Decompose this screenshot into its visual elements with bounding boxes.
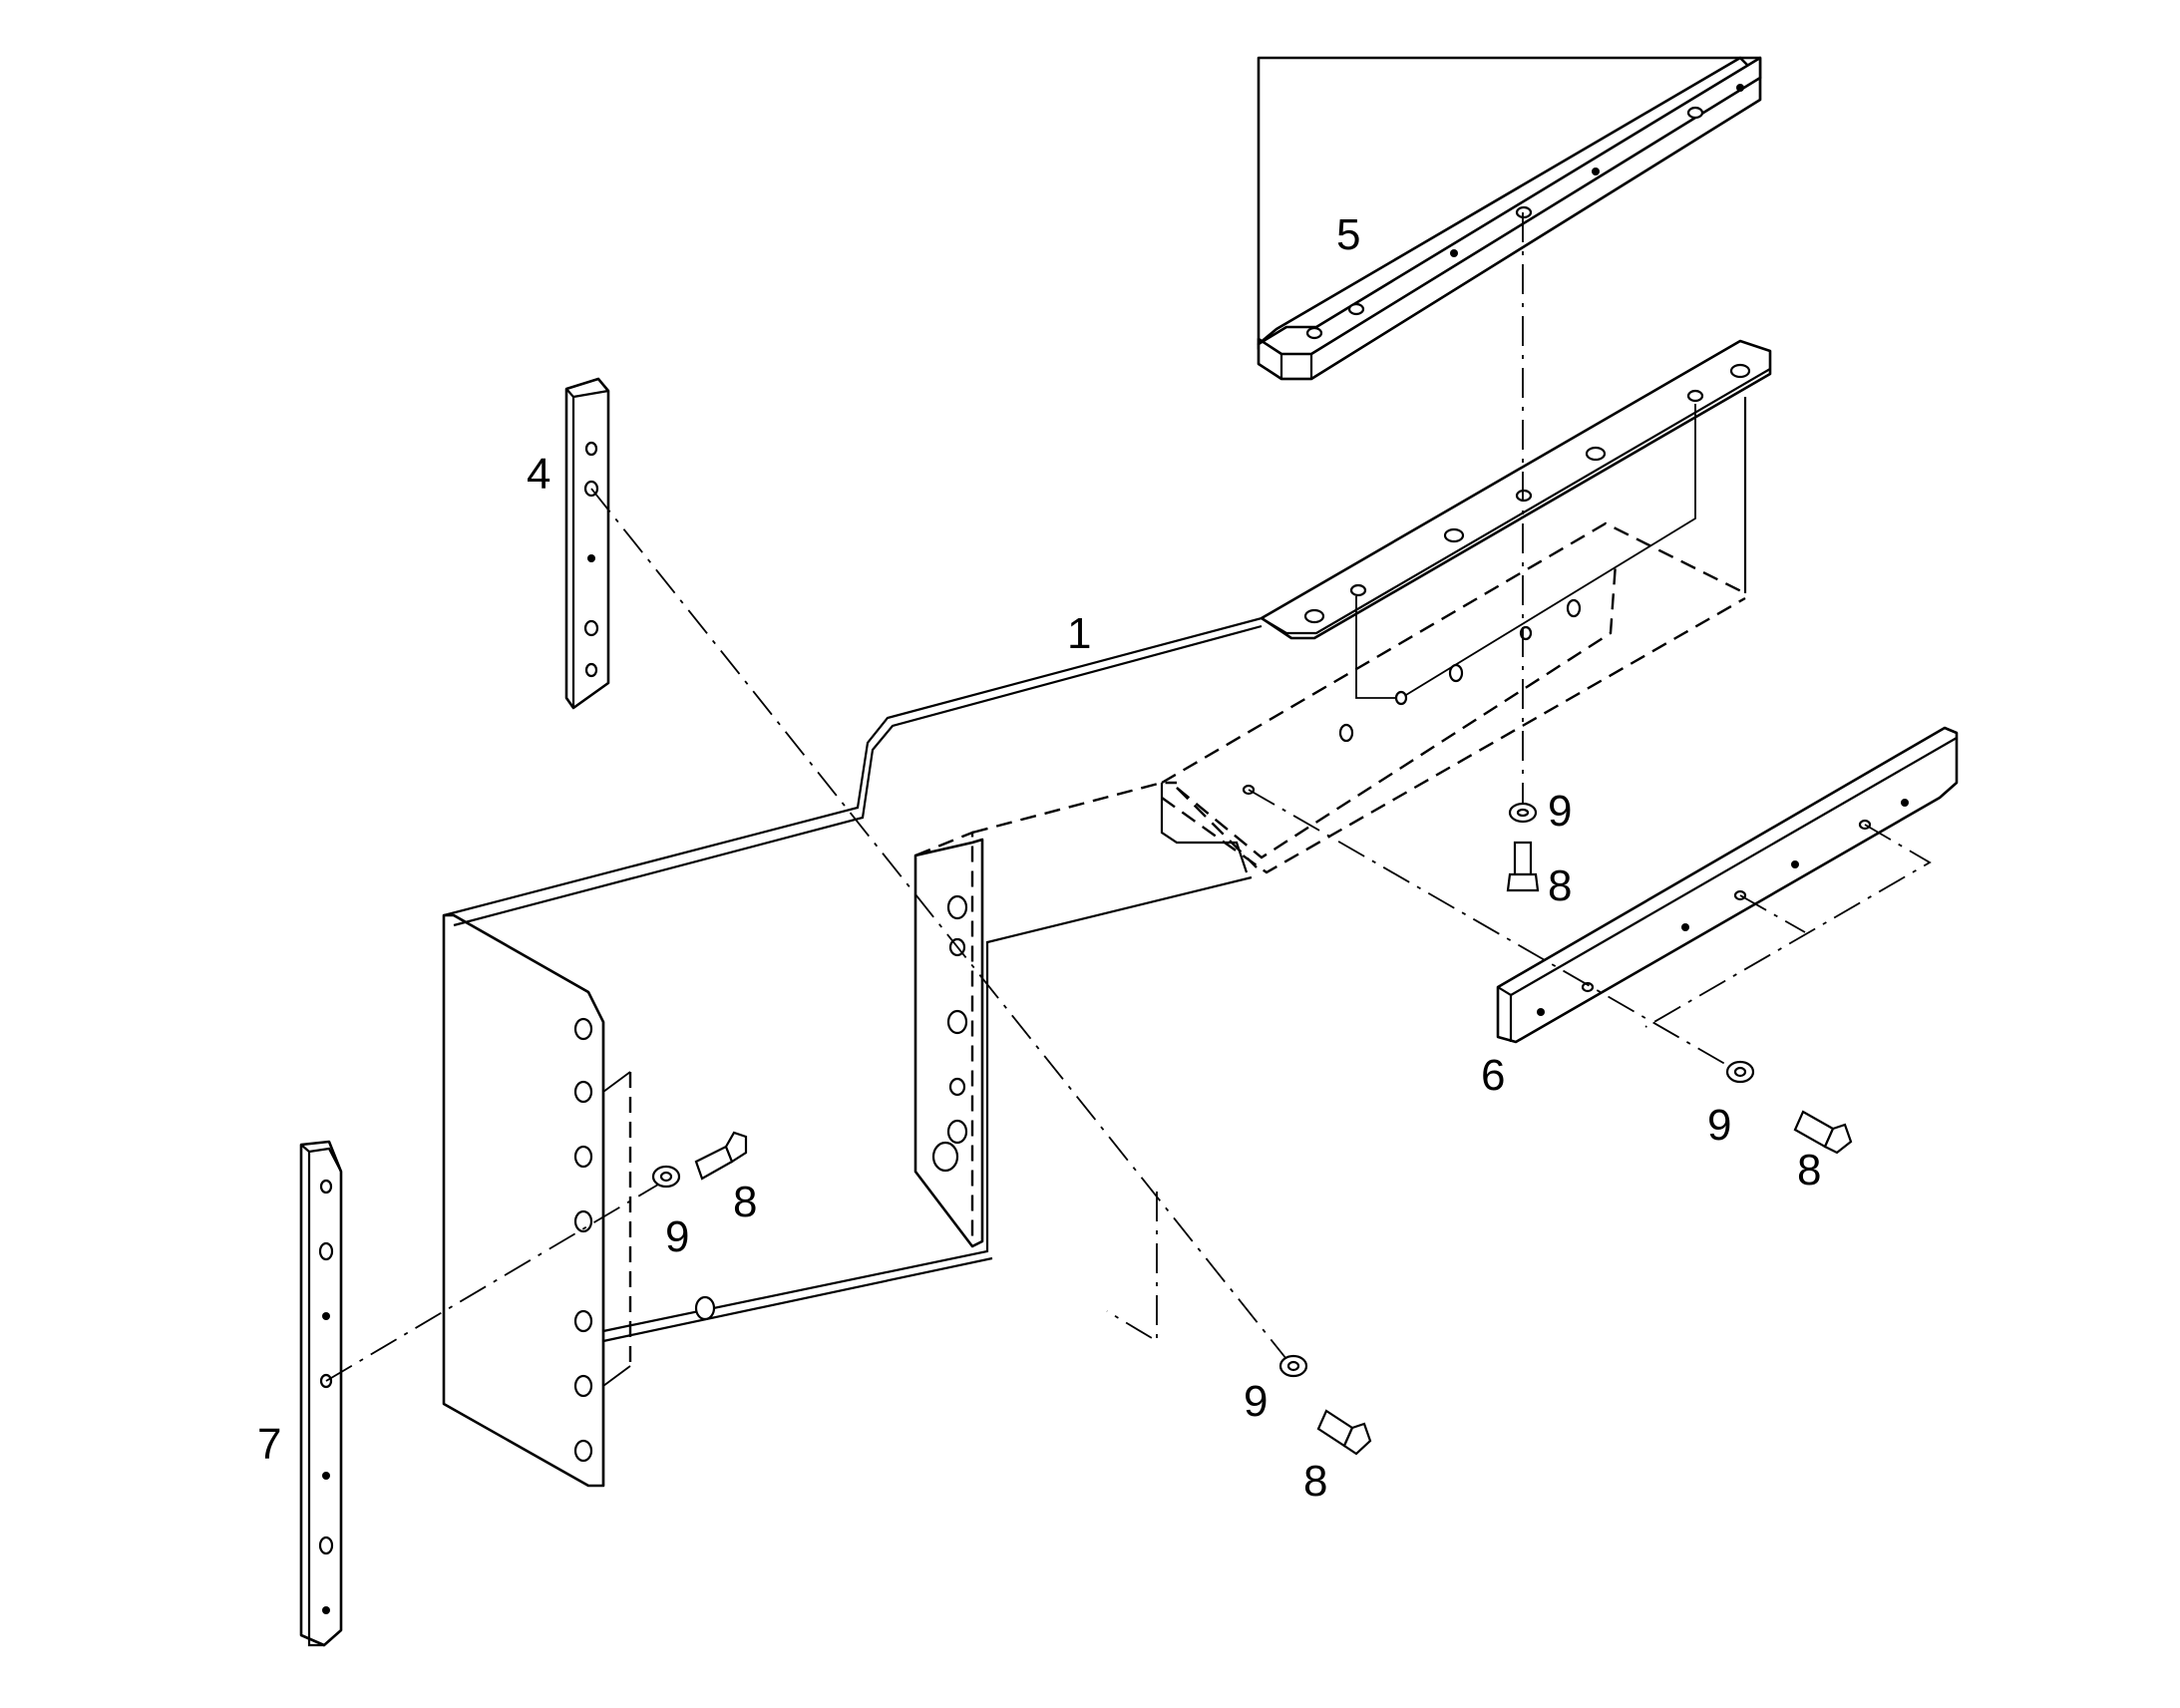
callout-part-7: 7 bbox=[257, 1420, 281, 1469]
fastener-left bbox=[651, 1131, 748, 1189]
callout-washer-top: 9 bbox=[1548, 787, 1572, 836]
callout-part-1: 1 bbox=[1067, 609, 1091, 658]
assembly-center-lines bbox=[325, 212, 1731, 1382]
part-7-vertical-bar bbox=[299, 1140, 343, 1647]
callout-part-6: 6 bbox=[1481, 1051, 1505, 1100]
callout-washer-left: 9 bbox=[665, 1212, 689, 1261]
callout-bolt-left: 8 bbox=[733, 1178, 757, 1226]
fastener-top bbox=[1506, 802, 1540, 892]
part-4-vertical-bar bbox=[564, 377, 610, 710]
part-6-flat-bar bbox=[1496, 726, 1959, 1044]
callout-bolt-top: 8 bbox=[1548, 861, 1572, 910]
part-1-main-frame bbox=[442, 616, 1312, 1488]
callout-labels: 1 4 5 6 7 9 8 9 8 9 8 9 8 bbox=[257, 210, 1821, 1506]
callout-part-5: 5 bbox=[1336, 210, 1360, 259]
fastener-bottom bbox=[1278, 1354, 1372, 1456]
callout-washer-right: 9 bbox=[1707, 1101, 1731, 1150]
callout-part-4: 4 bbox=[527, 450, 550, 499]
callout-bolt-right: 8 bbox=[1797, 1146, 1821, 1195]
callout-washer-bottom: 9 bbox=[1244, 1377, 1268, 1426]
fastener-right bbox=[1725, 1060, 1853, 1155]
callout-bolt-bottom: 8 bbox=[1303, 1457, 1327, 1506]
part-1-right-arm bbox=[1160, 339, 1772, 874]
part-5-flat-bar bbox=[1257, 56, 1762, 381]
